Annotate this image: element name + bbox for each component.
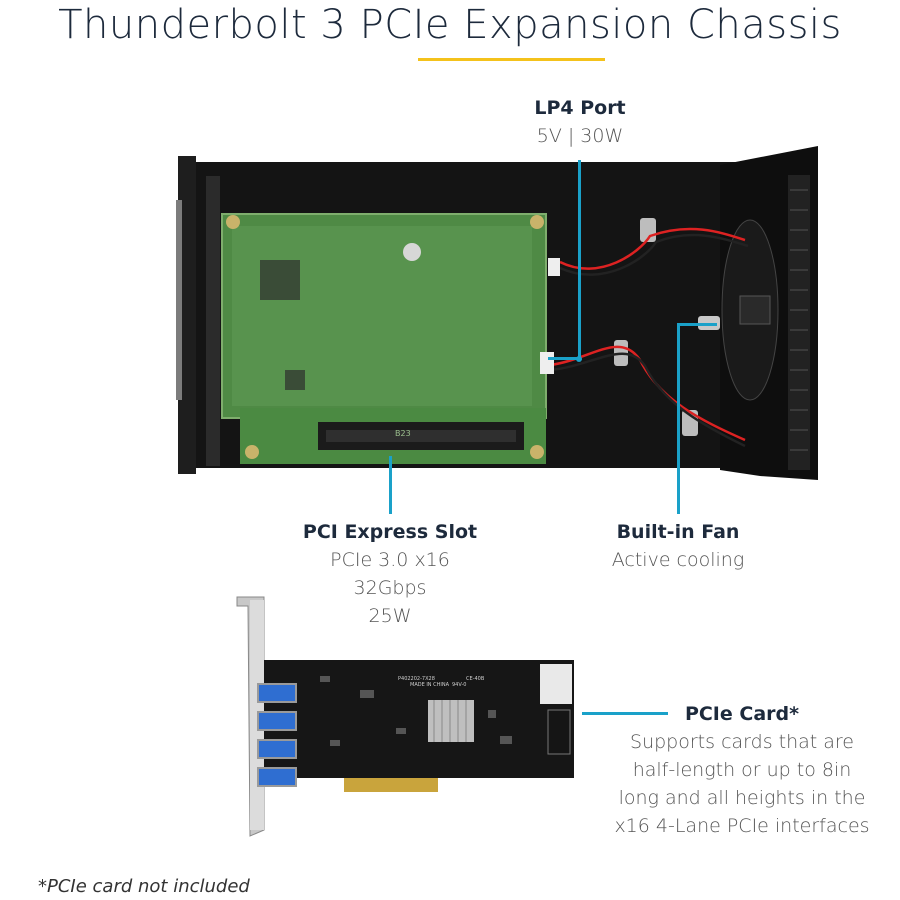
pcie-card-desc-1: Supports cards that are [630,731,854,753]
pcie-card-board [264,660,574,778]
pcie-card-callout: PCIe Card* Supports cards that are half-… [606,700,878,840]
pci-slot-spec-3: 25W [368,605,412,627]
lp4-port-title: LP4 Port [534,97,626,119]
card-mark-4: MADE IN CHINA [410,682,450,688]
pci-express-slot-callout: PCI Express Slot PCIe 3.0 x16 32Gbps 25W [290,518,490,630]
fan-callout-line [677,323,680,514]
board-mark: B23 [395,429,411,438]
pcie-card-callout-line [582,712,668,715]
pci-slot-spec-2: 32Gbps [353,577,427,599]
built-in-fan-callout: Built-in Fan Active cooling [578,518,778,574]
fan-callout-line-horizontal [677,323,717,326]
pcie-card-desc-4: x16 4-Lane PCIe interfaces [614,815,870,837]
lp4-port-spec: 5V | 30W [536,125,624,147]
pci-slot-title: PCI Express Slot [302,521,478,543]
pcie-card-title: PCIe Card* [684,703,800,725]
pcie-card-desc-3: long and all heights in the [618,787,866,809]
footnote: *PCIe card not included [38,876,250,897]
lp4-callout-line [578,160,581,360]
card-mark-3: 94V-0 [452,682,466,688]
page-title: Thunderbolt 3 PCIe Expansion Chassis [58,2,842,48]
fan-spec: Active cooling [611,549,745,571]
lp4-callout-line-horizontal [548,357,581,360]
pcie-card-desc-2: half-length or up to 8in [632,759,852,781]
title-underline [418,58,605,61]
fan-title: Built-in Fan [616,521,740,543]
lp4-port-callout: LP4 Port 5V | 30W [480,94,680,150]
card-mark-1: P402202-7X28 [398,676,435,682]
pci-slot-spec-1: PCIe 3.0 x16 [330,549,450,571]
pci-slot-callout-line [389,456,392,514]
card-mark-2: CE-40B [466,676,485,682]
